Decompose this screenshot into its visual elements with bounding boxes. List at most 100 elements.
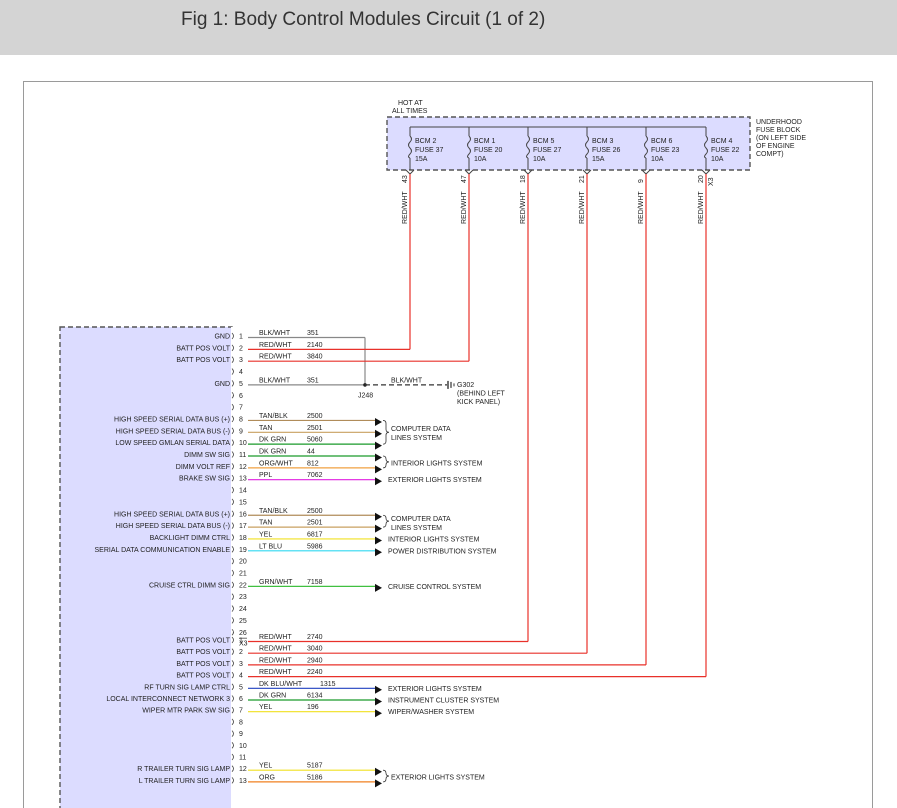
fuse-symbol xyxy=(467,135,471,159)
x3-pin-name: BATT POS VOLT xyxy=(176,673,230,680)
x1-pin-number: 3 xyxy=(239,357,243,364)
system-label: COMPUTER DATA xyxy=(391,516,451,523)
circuit-number-label: 2240 xyxy=(307,669,323,676)
fuse-module-label: BCM 4 xyxy=(711,138,733,145)
fuse-pin-number: 20 xyxy=(698,175,705,183)
circuit-number-label: 196 xyxy=(307,704,319,711)
circuit-number-label: 6817 xyxy=(307,531,323,538)
pin-mark xyxy=(231,706,234,714)
wire-color-label: ORG/WHT xyxy=(259,460,294,467)
fuse-module-label: BCM 5 xyxy=(533,138,555,145)
pin-mark xyxy=(231,605,234,612)
x3-pin-number: 13 xyxy=(239,778,247,785)
pin-mark xyxy=(231,660,234,667)
pin-mark xyxy=(231,617,234,624)
arrow-icon xyxy=(375,583,382,592)
x1-pin-number: 21 xyxy=(239,571,247,578)
pin-mark xyxy=(231,368,234,375)
ground-label: (BEHIND LEFT xyxy=(457,390,506,397)
pin-mark xyxy=(231,695,234,702)
x1-pin-number: 12 xyxy=(239,464,247,471)
pin-mark xyxy=(231,777,234,784)
system-label: INTERIOR LIGHTS SYSTEM xyxy=(391,460,483,467)
pin-mark xyxy=(231,765,234,772)
system-label: POWER DISTRIBUTION SYSTEM xyxy=(388,548,497,555)
fuse-amps-label: 15A xyxy=(592,156,605,163)
arrow-icon xyxy=(375,536,382,545)
circuit-number-label: 5187 xyxy=(307,763,323,770)
fuse-block-label: COMPT) xyxy=(756,151,784,158)
x1-pin-number: 7 xyxy=(239,405,243,412)
fuse-number-label: FUSE 27 xyxy=(533,147,562,154)
fuse-pin-number: 18 xyxy=(520,175,527,183)
x3-pin-number: 12 xyxy=(239,766,247,773)
x1-pin-number: 24 xyxy=(239,606,247,613)
x3-pin-name: L TRAILER TURN SIG LAMP xyxy=(139,778,231,785)
pin-mark xyxy=(231,593,234,600)
x1-pin-name: HIGH SPEED SERIAL DATA BUS (-) xyxy=(116,523,230,530)
pin-mark xyxy=(231,718,234,726)
fuse-symbol xyxy=(704,135,708,159)
x1-pin-name: BATT POS VOLT xyxy=(176,357,230,364)
fuse-amps-label: 10A xyxy=(533,156,546,163)
pin-mark xyxy=(231,534,234,541)
pin-mark xyxy=(231,498,234,506)
wire-color-label: BLK/WHT xyxy=(259,330,291,337)
x1-pin-number: 19 xyxy=(239,547,247,554)
arrow-icon xyxy=(375,453,382,462)
x1-pin-number: 11 xyxy=(239,452,246,459)
circuit-number-label: 351 xyxy=(307,377,319,384)
wire-color-label: DK BLU/WHT xyxy=(259,681,303,688)
x1-pin-number: 13 xyxy=(239,476,247,483)
arrow-icon xyxy=(375,429,382,438)
fuse-pin-number: 47 xyxy=(461,175,468,183)
circuit-number-label: 7158 xyxy=(307,579,323,586)
pin-mark xyxy=(231,753,234,761)
x1-pin-number: 23 xyxy=(239,594,247,601)
wire-color-label: TAN/BLK xyxy=(259,413,288,420)
system-label: EXTERIOR LIGHTS SYSTEM xyxy=(388,686,482,693)
pin-mark xyxy=(231,439,234,446)
page-title: Fig 1: Body Control Modules Circuit (1 o… xyxy=(181,9,546,30)
x1-pin-name: BACKLIGHT DIMM CTRL xyxy=(150,535,230,542)
pin-mark xyxy=(231,742,234,749)
x3-pin-number: 11 xyxy=(239,755,246,762)
pin-mark xyxy=(231,380,234,387)
x1-pin-name: HIGH SPEED SERIAL DATA BUS (-) xyxy=(116,428,230,435)
wire-color-label: RED/WHT xyxy=(259,669,292,676)
splice-label: J248 xyxy=(358,392,373,399)
fuse-number-label: FUSE 22 xyxy=(711,147,740,154)
pin-mark xyxy=(231,683,234,691)
wire-color-label: RED/WHT xyxy=(259,634,292,641)
circuit-number-label: 6134 xyxy=(307,693,323,700)
arrow-icon xyxy=(375,441,382,450)
pin-mark xyxy=(231,344,234,352)
system-label: COMPUTER DATA xyxy=(391,426,451,433)
system-references: COMPUTER DATA LINES SYSTEM INTERIOR LIGHTS… xyxy=(375,417,499,788)
x1-pin-number: 14 xyxy=(239,488,247,495)
x1-pin-number: 9 xyxy=(239,428,243,435)
x1-pin-number: 8 xyxy=(239,416,243,423)
circuit-number-label: 2740 xyxy=(307,634,323,641)
arrow-icon xyxy=(375,417,382,426)
hot-at-all-times-label: ALL TIMES xyxy=(392,108,428,115)
pin-mark xyxy=(231,332,234,340)
system-label: LINES SYSTEM xyxy=(391,525,442,532)
fuse-symbol xyxy=(585,135,589,159)
circuit-number-label: 2500 xyxy=(307,508,323,515)
fuse-symbol xyxy=(408,135,412,159)
wire-color-label: TAN/BLK xyxy=(259,508,288,515)
circuit-number-label: 5986 xyxy=(307,543,323,550)
pin-mark xyxy=(231,463,234,470)
pin-mark xyxy=(231,356,234,363)
x1-pin-name: LOW SPEED GMLAN SERIAL DATA xyxy=(115,440,230,447)
wire-color-label: RED/WHT xyxy=(402,191,409,224)
x1-pin-name: BATT POS VOLT xyxy=(176,345,230,352)
x3-pin-number: 8 xyxy=(239,719,243,726)
pin-mark xyxy=(231,581,234,589)
system-label: EXTERIOR LIGHTS SYSTEM xyxy=(391,774,485,781)
brace-mark xyxy=(382,514,390,528)
fuse-amps-label: 10A xyxy=(651,156,664,163)
system-label: INSTRUMENT CLUSTER SYSTEM xyxy=(388,698,499,705)
